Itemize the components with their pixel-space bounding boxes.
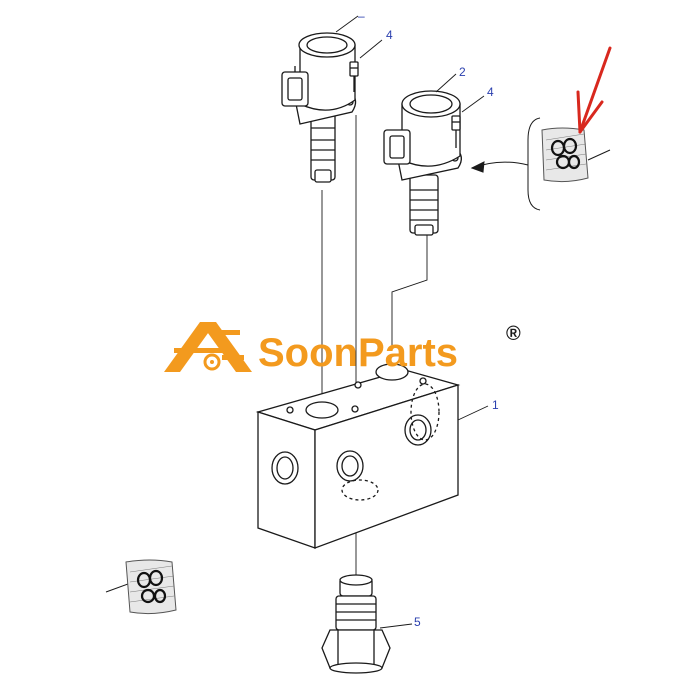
plug-fitting [321, 574, 391, 674]
callout-plug: 5 [414, 615, 421, 629]
solenoid-valve-top [281, 32, 359, 183]
callout-valve-body: 1 [492, 398, 499, 412]
callout-bolt-top: 4 [386, 28, 393, 42]
callout-leaders [335, 15, 489, 629]
solenoid-valve-right [383, 90, 462, 236]
seal-detail-icon-left [105, 559, 177, 615]
brand-watermark: SoonParts ® [164, 322, 521, 375]
valve-block [255, 363, 461, 549]
callout-bolt-right: 4 [487, 85, 494, 99]
seal-detail-icon-right [541, 127, 589, 183]
callouts: – 2 4 4 1 5 [358, 9, 499, 629]
callout-2-top: – [358, 9, 365, 23]
registered-mark: ® [506, 323, 521, 345]
callout-solenoid-right: 2 [459, 65, 466, 79]
red-pointer-arrow [576, 46, 612, 134]
detail-bracket-right [470, 117, 611, 211]
brand-name: SoonParts [258, 331, 458, 375]
brand-logo-icon [164, 322, 252, 372]
